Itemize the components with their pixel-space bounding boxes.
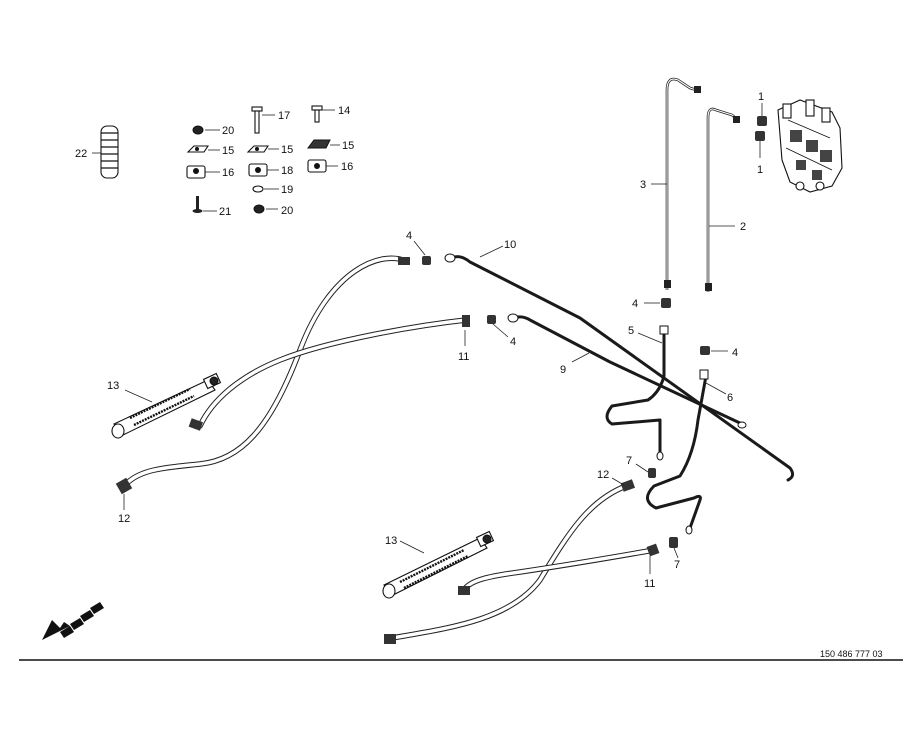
callout-13-a: 13	[107, 380, 119, 392]
fitting-1-top	[757, 116, 767, 126]
callout-16-b: 16	[341, 161, 353, 173]
fitting-7-a	[648, 468, 656, 478]
clamp-block-part	[307, 159, 327, 173]
callout-21: 21	[219, 206, 231, 218]
long-bolt-part	[251, 106, 263, 134]
hose-11-upper	[188, 315, 470, 431]
callout-14: 14	[338, 105, 350, 117]
hose-12-lower	[384, 479, 636, 644]
callout-2: 2	[740, 221, 746, 233]
short-bolt-part	[311, 105, 323, 123]
callout-5: 5	[628, 325, 634, 337]
steel-line-9	[507, 313, 747, 429]
callout-7-b: 7	[674, 559, 680, 571]
fitting-4-b	[487, 315, 496, 324]
callout-1-a: 1	[758, 91, 764, 103]
callout-17: 17	[278, 110, 290, 122]
nut-part	[253, 204, 265, 214]
steel-line-6	[646, 369, 709, 535]
callout-9: 9	[560, 364, 566, 376]
steel-line-3	[664, 77, 701, 290]
bolt-part	[192, 196, 203, 213]
steel-line-10	[444, 253, 795, 482]
document-number: 150 486 777 03	[820, 649, 883, 659]
callout-16-a: 16	[222, 167, 234, 179]
callout-18: 18	[281, 165, 293, 177]
nut-part	[192, 125, 204, 135]
callout-3: 3	[640, 179, 646, 191]
steel-line-2	[705, 107, 740, 292]
callout-15-b: 15	[281, 144, 293, 156]
fitting-7-b	[669, 537, 678, 548]
fitting-4-d	[700, 346, 710, 355]
hydraulic-cylinder-upper	[111, 372, 222, 439]
callout-13-b: 13	[385, 535, 397, 547]
callout-4-d: 4	[732, 347, 738, 359]
callout-22: 22	[75, 148, 87, 160]
fitting-4-c	[661, 298, 671, 308]
callout-1-b: 1	[757, 164, 763, 176]
washer-part	[252, 185, 264, 193]
hose-11-lower	[458, 543, 660, 595]
steel-line-5	[605, 325, 669, 461]
callout-11-a: 11	[458, 351, 469, 363]
callout-20-a: 20	[222, 125, 234, 137]
callout-15-a: 15	[222, 145, 234, 157]
spring-guard-part	[100, 125, 119, 179]
hydraulic-cylinder-lower	[382, 530, 495, 599]
travel-direction-arrow-icon	[42, 602, 104, 640]
callout-4-b: 4	[510, 336, 516, 348]
callout-20-b: 20	[281, 205, 293, 217]
fitting-4-a	[422, 256, 431, 265]
callout-4-c: 4	[632, 298, 638, 310]
fitting-1-bottom	[755, 131, 765, 141]
callout-6: 6	[727, 392, 733, 404]
callout-12-a: 12	[118, 513, 130, 525]
control-valve-block-icon	[777, 99, 843, 193]
callout-7-a: 7	[626, 455, 632, 467]
callout-12-b: 12	[597, 469, 609, 481]
callout-15-c: 15	[342, 140, 354, 152]
clamp-block-part	[248, 163, 268, 177]
callout-19: 19	[281, 184, 293, 196]
clamp-plate-part	[307, 139, 331, 149]
callout-11-b: 11	[644, 578, 655, 590]
clamp-block-part	[186, 165, 206, 179]
callout-4-a: 4	[406, 230, 412, 242]
callout-10: 10	[504, 239, 516, 251]
hose-12-upper	[115, 255, 410, 495]
